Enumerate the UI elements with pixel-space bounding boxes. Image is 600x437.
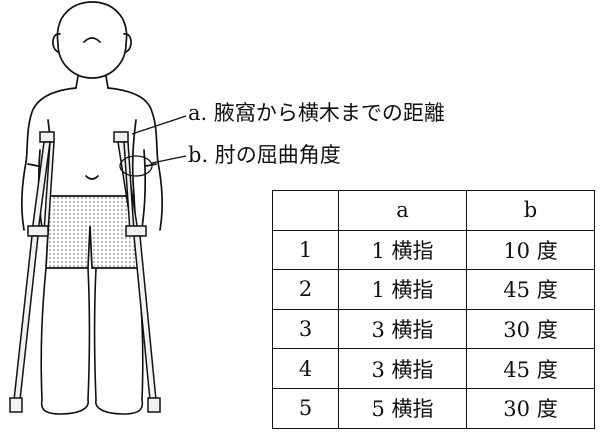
option-number: 5	[272, 387, 339, 429]
callout-b-ellipse	[119, 155, 153, 177]
option-number: 2	[272, 269, 339, 310]
table-row: 2 1 横指 45 度	[272, 269, 595, 310]
mouth-line	[83, 37, 101, 43]
option-b-value: 45 度	[466, 348, 595, 389]
chest-mark	[85, 175, 99, 180]
torso-outline	[25, 87, 159, 163]
callout-a-label: a. 腋窩から横木までの距離	[188, 101, 445, 125]
option-b-value: 30 度	[466, 387, 595, 429]
option-number: 3	[272, 308, 339, 350]
header-cell-number	[272, 190, 339, 231]
left-ear	[52, 33, 61, 53]
feet-outline	[40, 399, 144, 415]
right-crutch	[113, 131, 161, 413]
option-a-value: 3 横指	[338, 308, 467, 350]
header-cell-a: a	[338, 190, 467, 231]
option-b-value: 10 度	[466, 229, 595, 271]
neck-outline	[75, 75, 109, 89]
callout-a-leader	[131, 115, 187, 135]
right-ear	[123, 33, 132, 53]
elbow-creases	[27, 163, 157, 167]
option-a-value: 5 横指	[338, 387, 467, 429]
option-a-value: 3 横指	[338, 348, 467, 389]
option-a-value: 1 横指	[338, 269, 467, 310]
option-b-value: 45 度	[466, 269, 595, 310]
table-row: 4 3 横指 45 度	[272, 348, 595, 389]
shorts	[45, 195, 139, 269]
legs-outline	[40, 267, 144, 401]
callout-b-leader	[151, 155, 187, 164]
table-header-row: a b	[272, 190, 595, 231]
option-number: 1	[272, 229, 339, 271]
option-b-value: 30 度	[466, 308, 595, 350]
option-number: 4	[272, 348, 339, 389]
left-crutch	[9, 131, 55, 413]
table-row: 1 1 横指 10 度	[272, 229, 595, 271]
table-row: 3 3 横指 30 度	[272, 308, 595, 350]
callout-b-label: b. 肘の屈曲角度	[188, 143, 341, 167]
head-outline	[56, 1, 128, 79]
answer-options-table: a b 1 1 横指 10 度 2 1 横指 45 度 3 3 横指 30 度 …	[272, 190, 595, 429]
table-row: 5 5 横指 30 度	[272, 387, 595, 429]
option-a-value: 1 横指	[338, 229, 467, 271]
header-cell-b: b	[466, 190, 595, 231]
